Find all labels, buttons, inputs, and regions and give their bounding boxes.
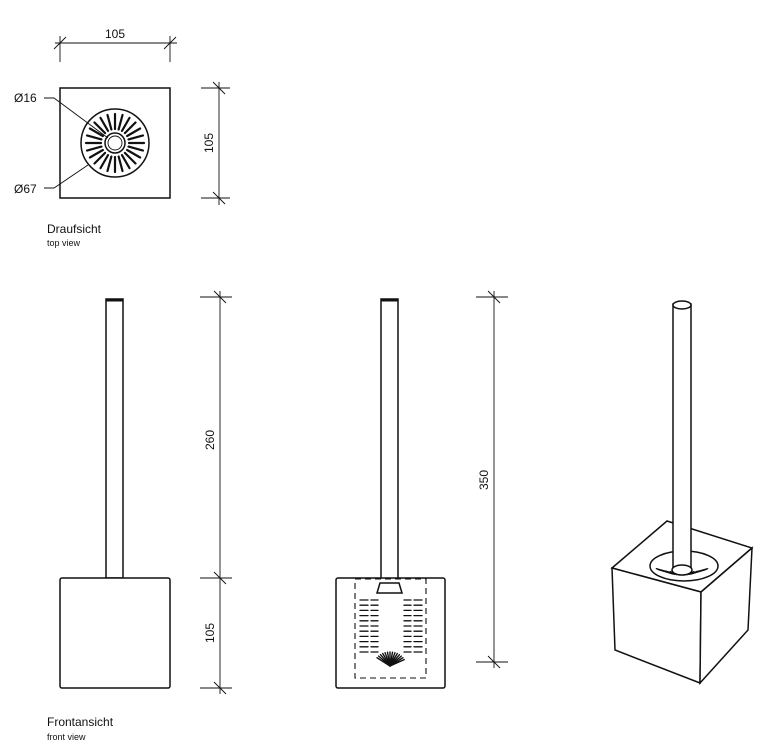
- dimension-tick: [212, 81, 226, 95]
- bristle-ray: [93, 121, 107, 135]
- handle: [672, 303, 692, 571]
- handle-inner-circle: [107, 135, 123, 151]
- bristle-ray: [99, 154, 110, 170]
- bristle-ray: [88, 127, 104, 138]
- bristle-ray: [117, 155, 124, 173]
- front-view-section: 350: [335, 290, 508, 689]
- height-dimension-label: 105: [202, 133, 216, 153]
- bristle-ray: [106, 155, 113, 173]
- front-view-title: Frontansicht: [47, 715, 114, 729]
- dimension-tick: [487, 290, 501, 304]
- inner-diameter-label: Ø16: [14, 91, 37, 105]
- inner-diameter-leader: [44, 97, 109, 139]
- dimension-tick: [213, 571, 227, 585]
- dimension-tick: [53, 36, 67, 50]
- top-view-title: Draufsicht: [47, 222, 102, 236]
- bristle-ray: [126, 127, 142, 138]
- hidden-cavity-outline: [354, 578, 427, 679]
- width-dimension-label: 105: [105, 27, 125, 41]
- top-view: 105 105 Ø16 Ø67 Draufsicht top view: [14, 27, 230, 248]
- dimension-tick: [213, 681, 227, 695]
- handle-dimension-label: 260: [203, 430, 217, 450]
- bristle-ray: [99, 116, 110, 132]
- top-view-subtitle: top view: [47, 238, 81, 248]
- bristle-ray: [127, 134, 145, 141]
- brush-collar: [375, 582, 404, 594]
- isometric-view: [610, 300, 754, 685]
- total-dimension-label: 350: [477, 470, 491, 490]
- front-view-exterior: 260 105 Frontansicht front view: [47, 290, 232, 742]
- dimension-tick: [487, 655, 501, 669]
- dimension-tick: [163, 36, 177, 50]
- dimension-tick: [213, 290, 227, 304]
- bristle-rays: [84, 112, 146, 174]
- bristle-ray: [127, 145, 145, 152]
- bristle-ray: [126, 148, 142, 159]
- handle: [380, 298, 399, 583]
- dimension-tick: [212, 191, 226, 205]
- bristle-ray: [93, 151, 107, 165]
- bristle-ray: [120, 154, 131, 170]
- outer-diameter-leader: [44, 164, 89, 189]
- bristle-ray: [85, 134, 103, 141]
- bristle-ray: [123, 151, 137, 165]
- bristle: [655, 567, 671, 574]
- cube-side-face: [699, 546, 753, 685]
- handle-top: [672, 300, 692, 310]
- bristle-tip: [376, 657, 391, 667]
- bristle-ray: [106, 113, 113, 131]
- bristle-ray: [85, 145, 103, 152]
- bristle-ray: [117, 113, 124, 131]
- bristle-ray: [88, 148, 104, 159]
- bristle-ray: [120, 116, 131, 132]
- base-block: [59, 577, 171, 689]
- bristle-ray: [123, 121, 137, 135]
- base-dimension-label: 105: [203, 623, 217, 643]
- bristle: [688, 570, 699, 576]
- hidden-brush-bristles: [359, 599, 423, 667]
- handle-base: [671, 564, 693, 576]
- front-view-subtitle: front view: [47, 732, 86, 742]
- handle: [105, 298, 124, 579]
- outer-diameter-label: Ø67: [14, 182, 37, 196]
- base-block: [335, 577, 446, 689]
